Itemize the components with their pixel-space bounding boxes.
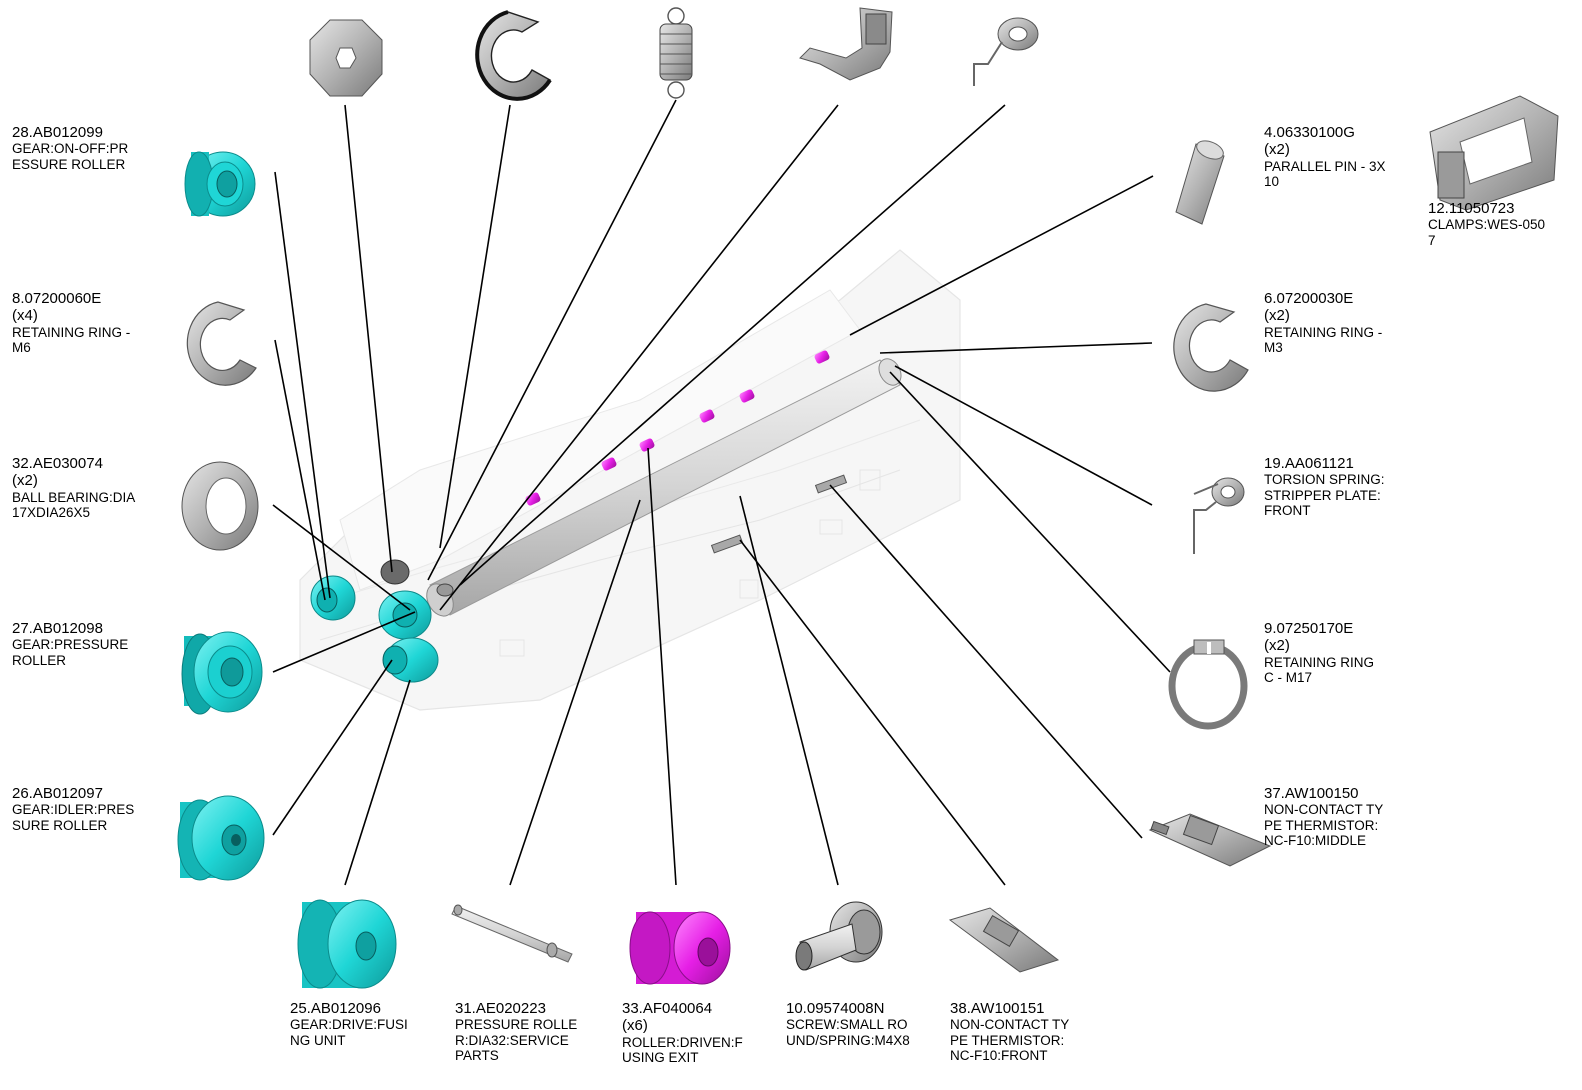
c-ring-m17-icon[interactable] bbox=[1168, 639, 1248, 730]
part-number: 25.AB012096 bbox=[290, 1000, 381, 1017]
callout-19[interactable]: 19.AA061121 TORSION SPRING: STRIPPER PLA… bbox=[1264, 455, 1385, 519]
callout-6[interactable]: 6.07200030E (x2) RETAINING RING - M3 bbox=[1264, 290, 1382, 356]
callout-28[interactable]: 28.AB012099 GEAR:ON-OFF:PR ESSURE ROLLER bbox=[12, 124, 128, 172]
retaining-ring-m3-icon[interactable] bbox=[1173, 303, 1249, 392]
part-number: 27.AB012098 bbox=[12, 620, 103, 637]
part-description: ROLLER:DRIVEN:F USING EXIT bbox=[622, 1034, 743, 1066]
callout-26[interactable]: 26.AB012097 GEAR:IDLER:PRES SURE ROLLER bbox=[12, 785, 134, 833]
octagon-washer-icon[interactable] bbox=[309, 19, 383, 97]
leader-lines bbox=[272, 99, 1171, 886]
callout-37[interactable]: 37.AW100150 NON-CONTACT TY PE THERMISTOR… bbox=[1264, 785, 1383, 849]
driven-roller-fusing-exit-icon[interactable] bbox=[629, 911, 731, 985]
callout-4[interactable]: 4.06330100G (x2) PARALLEL PIN - 3X 10 bbox=[1264, 124, 1386, 190]
part-number: 26.AB012097 bbox=[12, 785, 103, 802]
tension-spring-icon[interactable] bbox=[659, 7, 693, 99]
screw-icon[interactable] bbox=[795, 901, 883, 971]
callout-33[interactable]: 33.AF040064 (x6) ROLLER:DRIVEN:F USING E… bbox=[622, 1000, 743, 1066]
part-quantity: (x2) bbox=[1264, 307, 1290, 325]
assembly-gears bbox=[310, 559, 454, 683]
part-quantity: (x2) bbox=[1264, 637, 1290, 655]
part-number: 28.AB012099 bbox=[12, 124, 103, 141]
part-description: BALL BEARING:DIA 17XDIA26X5 bbox=[12, 489, 136, 521]
part-quantity: (x2) bbox=[1264, 141, 1290, 159]
e-ring-icon[interactable] bbox=[475, 10, 552, 101]
part-description: GEAR:IDLER:PRES SURE ROLLER bbox=[12, 802, 135, 833]
part-description: RETAINING RING - M3 bbox=[1264, 324, 1383, 356]
part-number: 19.AA061121 bbox=[1264, 455, 1354, 472]
part-quantity: (x4) bbox=[12, 307, 38, 325]
part-number: 9.07250170E bbox=[1264, 620, 1354, 637]
callout-12[interactable]: 12.11050723 CLAMPS:WES-050 7 bbox=[1428, 200, 1545, 248]
part-number: 6.07200030E bbox=[1264, 290, 1354, 307]
part-number: 31.AE020223 bbox=[455, 1000, 546, 1017]
stripper-plate-bracket-icon[interactable] bbox=[799, 7, 893, 81]
part-number: 32.AE030074 bbox=[12, 455, 103, 472]
thermistor-middle-icon[interactable] bbox=[1148, 813, 1272, 867]
idler-gear-pressure-roller-icon[interactable] bbox=[177, 795, 265, 881]
part-description: GEAR:DRIVE:FUSI NG UNIT bbox=[290, 1017, 408, 1048]
callout-25[interactable]: 25.AB012096 GEAR:DRIVE:FUSI NG UNIT bbox=[290, 1000, 408, 1048]
part-description: CLAMPS:WES-050 7 bbox=[1428, 217, 1546, 248]
part-number: 4.06330100G bbox=[1264, 124, 1355, 141]
part-description: NON-CONTACT TY PE THERMISTOR: NC-F10:MID… bbox=[1264, 802, 1384, 849]
part-description: TORSION SPRING: STRIPPER PLATE: FRONT bbox=[1264, 472, 1385, 519]
thermistor-front-icon[interactable] bbox=[948, 907, 1060, 973]
part-quantity: (x6) bbox=[622, 1017, 648, 1035]
part-quantity: (x2) bbox=[12, 472, 38, 490]
assembly-thermistors bbox=[710, 474, 848, 554]
callout-27[interactable]: 27.AB012098 GEAR:PRESSURE ROLLER bbox=[12, 620, 128, 668]
gear-pressure-roller-icon[interactable] bbox=[181, 631, 263, 715]
gear-on-off-pressure-roller-icon[interactable] bbox=[184, 151, 256, 217]
assembly-driven-rollers bbox=[525, 350, 830, 506]
pressure-roller-shaft-icon[interactable] bbox=[451, 904, 573, 963]
part-description: RETAINING RING C - M17 bbox=[1264, 654, 1375, 686]
part-description: SCREW:SMALL RO UND/SPRING:M4X8 bbox=[786, 1017, 910, 1048]
torsion-spring-stripper-plate-icon[interactable] bbox=[1193, 477, 1245, 554]
part-number: 37.AW100150 bbox=[1264, 785, 1359, 802]
callout-9[interactable]: 9.07250170E (x2) RETAINING RING C - M17 bbox=[1264, 620, 1374, 686]
part-description: RETAINING RING - M6 bbox=[12, 324, 131, 356]
part-description: PRESSURE ROLLE R:DIA32:SERVICE PARTS bbox=[455, 1017, 578, 1064]
callout-38[interactable]: 38.AW100151 NON-CONTACT TY PE THERMISTOR… bbox=[950, 1000, 1069, 1064]
ball-bearing-icon[interactable] bbox=[181, 461, 259, 551]
part-description: NON-CONTACT TY PE THERMISTOR: NC-F10:FRO… bbox=[950, 1017, 1070, 1064]
callout-10[interactable]: 10.09574008N SCREW:SMALL RO UND/SPRING:M… bbox=[786, 1000, 910, 1048]
callout-8[interactable]: 8.07200060E (x4) RETAINING RING - M6 bbox=[12, 290, 130, 356]
part-number: 10.09574008N bbox=[786, 1000, 885, 1017]
part-description: GEAR:ON-OFF:PR ESSURE ROLLER bbox=[12, 141, 129, 172]
callout-32[interactable]: 32.AE030074 (x2) BALL BEARING:DIA 17XDIA… bbox=[12, 455, 135, 521]
clamp-icon[interactable] bbox=[1429, 95, 1559, 211]
part-number: 8.07200060E bbox=[12, 290, 102, 307]
retaining-ring-m6-icon[interactable] bbox=[186, 301, 257, 386]
part-number: 38.AW100151 bbox=[950, 1000, 1045, 1017]
torsion-spring-small-icon[interactable] bbox=[973, 17, 1039, 86]
callout-31[interactable]: 31.AE020223 PRESSURE ROLLE R:DIA32:SERVI… bbox=[455, 1000, 577, 1064]
part-description: GEAR:PRESSURE ROLLER bbox=[12, 637, 129, 668]
drive-gear-fusing-unit-icon[interactable] bbox=[297, 899, 397, 989]
parallel-pin-icon[interactable] bbox=[1175, 137, 1226, 225]
part-number: 12.11050723 bbox=[1428, 200, 1515, 217]
part-number: 33.AF040064 bbox=[622, 1000, 713, 1017]
part-description: PARALLEL PIN - 3X 10 bbox=[1264, 158, 1386, 190]
